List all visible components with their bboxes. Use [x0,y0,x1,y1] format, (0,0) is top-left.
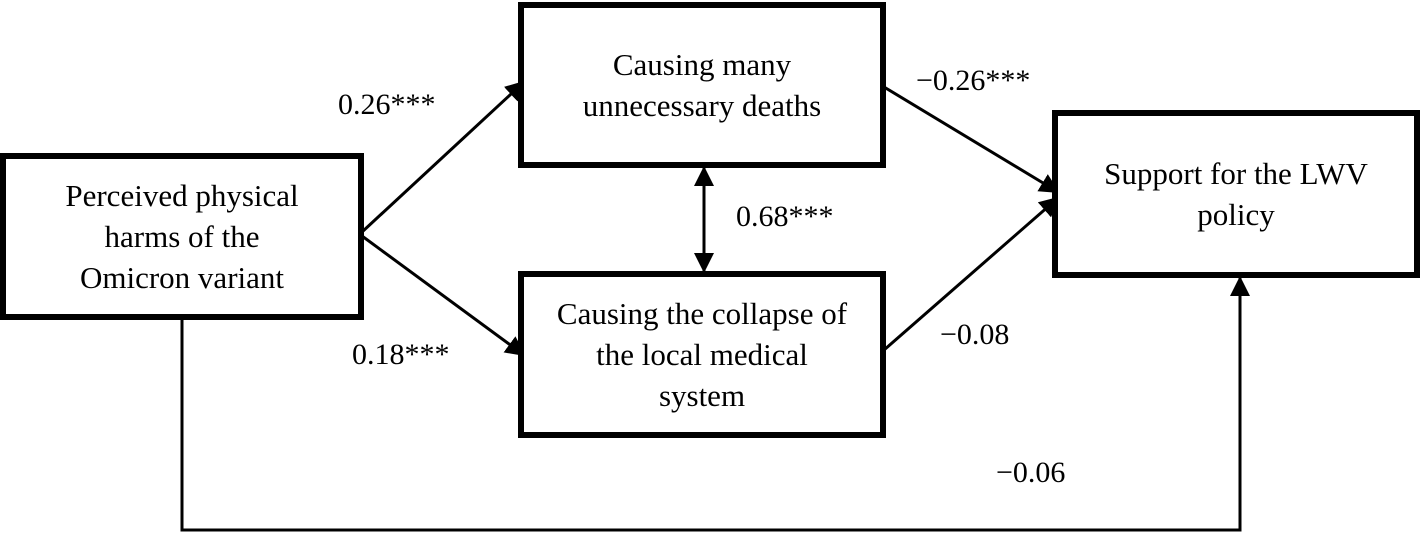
coef-predictor-to-collapse: 0.18*** [352,338,450,371]
outcome-box: Support for the LWV policy [1052,110,1420,278]
arrow-deaths-to-outcome [883,85,1060,194]
coef-collapse-to-outcome: −0.08 [940,318,1010,351]
arrow-direct-effect [180,276,1250,532]
arrow-collapse-to-outcome [883,196,1060,352]
arrow-predictor-to-collapse [361,234,526,357]
mediator-collapse-box: Causing the collapse of the local medica… [518,271,886,438]
outcome-label: Support for the LWV policy [1104,156,1368,232]
predictor-label: Perceived physical harms of the Omicron … [65,178,299,295]
predictor-box: Perceived physical harms of the Omicron … [0,153,364,320]
coef-covariance: 0.68*** [736,200,834,233]
coef-deaths-to-outcome: −0.26*** [916,64,1031,97]
mediator-collapse-label: Causing the collapse of the local medica… [556,296,848,413]
mediator-deaths-box: Causing many unnecessary deaths [518,2,886,168]
coef-direct-effect: −0.06 [996,456,1066,489]
arrow-predictor-to-deaths [360,80,526,234]
coef-predictor-to-deaths: 0.26*** [338,88,436,121]
mediator-deaths-label: Causing many unnecessary deaths [582,47,822,123]
